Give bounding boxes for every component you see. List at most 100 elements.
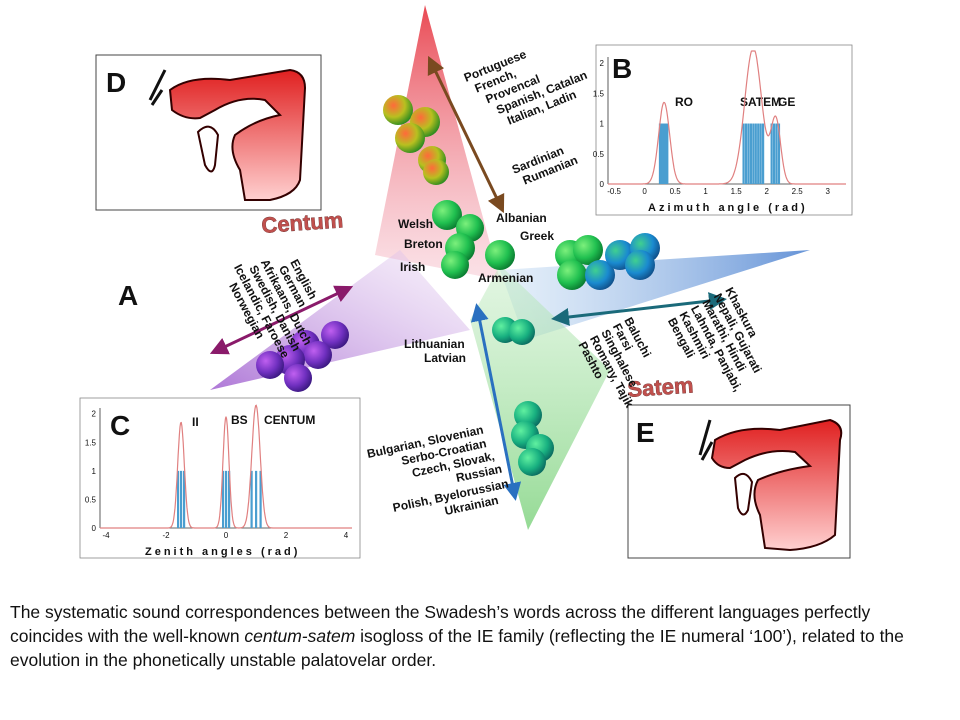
- distribution-bar: [255, 470, 258, 528]
- zenith-x-tick: -2: [162, 531, 170, 540]
- azimuth-x-tick: 1: [703, 187, 708, 196]
- cluster-sphere: [423, 159, 449, 185]
- celtic-cluster: [432, 200, 515, 279]
- zenith-x-tick: 2: [284, 531, 289, 540]
- zenith-y-tick: 0.5: [85, 495, 97, 504]
- distribution-bar: [757, 123, 760, 184]
- distribution-bar: [759, 123, 762, 184]
- distribution-bar: [775, 123, 778, 184]
- lang-armenian: Armenian: [478, 271, 533, 285]
- azimuth-y-tick: 1: [600, 120, 605, 129]
- panel-e: E: [627, 404, 851, 559]
- cluster-sphere: [625, 250, 655, 280]
- distribution-bar: [664, 123, 667, 184]
- distribution-bar: [660, 123, 663, 184]
- distribution-bar: [772, 123, 776, 184]
- germanic-languages: English German Afrikaans, Dutch Swedish,…: [226, 257, 320, 361]
- zenith-x-tick: -4: [102, 531, 110, 540]
- sardinian-rumanian: Sardinian Rumanian: [510, 143, 580, 187]
- lang-greek: Greek: [520, 229, 554, 243]
- distribution-bar: [259, 470, 262, 528]
- panel-label-b: B: [612, 53, 632, 84]
- azimuth-axis-title: Azimuth angle (rad): [648, 202, 808, 214]
- azimuth-x-tick: 0.5: [670, 187, 682, 196]
- azimuth-y-tick: 1.5: [593, 89, 605, 98]
- germanic-arrow: [209, 285, 354, 355]
- caption-text-1: The systematic sound correspondences bet…: [10, 602, 871, 646]
- distribution-bar: [228, 470, 231, 528]
- zenith-x-tick: 0: [224, 531, 229, 540]
- zenith-chart: C Zenith angles (rad) II BS CENTUM -4 -2 0…: [79, 397, 361, 559]
- azimuth-x-tick: 0: [642, 187, 647, 196]
- peak-label-ii: II: [192, 415, 199, 429]
- cluster-sphere: [441, 251, 469, 279]
- romance-arrow: [427, 55, 505, 214]
- distribution-bar: [662, 123, 665, 184]
- germanic-cluster: [256, 321, 349, 392]
- distribution-bar: [770, 123, 773, 184]
- satem-label: Satem: [627, 372, 695, 402]
- panel-label-e: E: [636, 417, 655, 448]
- cluster-sphere: [395, 123, 425, 153]
- indo-iranian-arrow: [551, 292, 727, 326]
- slavic-cluster: [511, 401, 554, 476]
- lang-lithuanian: Lithuanian: [404, 337, 465, 351]
- vocal-tract-e: [710, 418, 843, 552]
- distribution-bar: [658, 123, 662, 184]
- zenith-axis-title: Zenith angles (rad): [145, 546, 300, 558]
- panel-label-a: A: [118, 280, 138, 311]
- azimuth-x-tick: -0.5: [607, 187, 621, 196]
- cluster-sphere: [485, 240, 515, 270]
- vocal-tract-d: [168, 68, 307, 201]
- lang-welsh: Welsh: [398, 217, 433, 231]
- distribution-bar: [177, 470, 180, 528]
- cluster-sphere: [321, 321, 349, 349]
- distribution-bar: [250, 470, 253, 528]
- slavic-languages: Bulgarian, Slovenian Serbo-Croatian Czec…: [366, 423, 510, 518]
- zenith-y-tick: 1.5: [85, 438, 97, 447]
- lang-albanian: Albanian: [496, 211, 547, 225]
- cluster-sphere: [284, 364, 312, 392]
- distribution-bar: [225, 470, 228, 528]
- cluster-sphere: [432, 200, 462, 230]
- distribution-bar: [747, 123, 750, 184]
- peak-label-centum: CENTUM: [264, 413, 315, 427]
- distribution-bar: [744, 123, 748, 184]
- azimuth-y-tick: 0: [600, 180, 605, 189]
- panel-label-c: C: [110, 410, 130, 441]
- peak-label-bs: BS: [231, 413, 248, 427]
- distribution-bar: [742, 123, 745, 184]
- distribution-bar: [180, 470, 183, 528]
- cluster-sphere: [383, 95, 413, 125]
- azimuth-y-tick: 0.5: [593, 150, 605, 159]
- zenith-y-tick: 2: [92, 410, 97, 419]
- figure-caption: The systematic sound correspondences bet…: [10, 600, 940, 672]
- panel-label-d: D: [106, 67, 126, 98]
- centum-label: Centum: [261, 207, 344, 238]
- romance-languages: Portuguese French, Provencal Spanish, Ca…: [462, 47, 589, 128]
- cluster-sphere: [518, 448, 546, 476]
- lang-latvian: Latvian: [424, 351, 466, 365]
- distribution-bar: [183, 470, 186, 528]
- azimuth-x-tick: 3: [825, 187, 830, 196]
- cluster-sphere: [573, 235, 603, 265]
- distribution-bar: [754, 123, 757, 184]
- lang-breton: Breton: [404, 237, 443, 251]
- density-curve: [100, 404, 352, 529]
- peak-label-satem: SATEM: [740, 95, 781, 109]
- cluster-sphere: [585, 260, 615, 290]
- cluster-sphere: [557, 260, 587, 290]
- cluster-sphere: [256, 351, 284, 379]
- peak-label-ro: RO: [675, 95, 693, 109]
- balto-slavic-arrow: [470, 303, 522, 501]
- zenith-x-tick: 4: [344, 531, 349, 540]
- distribution-bar: [777, 123, 781, 184]
- caption-text-2: isogloss of the IE family (reflecting th…: [10, 626, 904, 670]
- azimuth-y-tick: 2: [600, 59, 605, 68]
- cluster-sphere: [304, 341, 332, 369]
- peak-label-ge: GE: [778, 95, 795, 109]
- baltic-cluster: [492, 317, 535, 345]
- distribution-bar: [752, 123, 755, 184]
- distribution-bar: [222, 470, 225, 528]
